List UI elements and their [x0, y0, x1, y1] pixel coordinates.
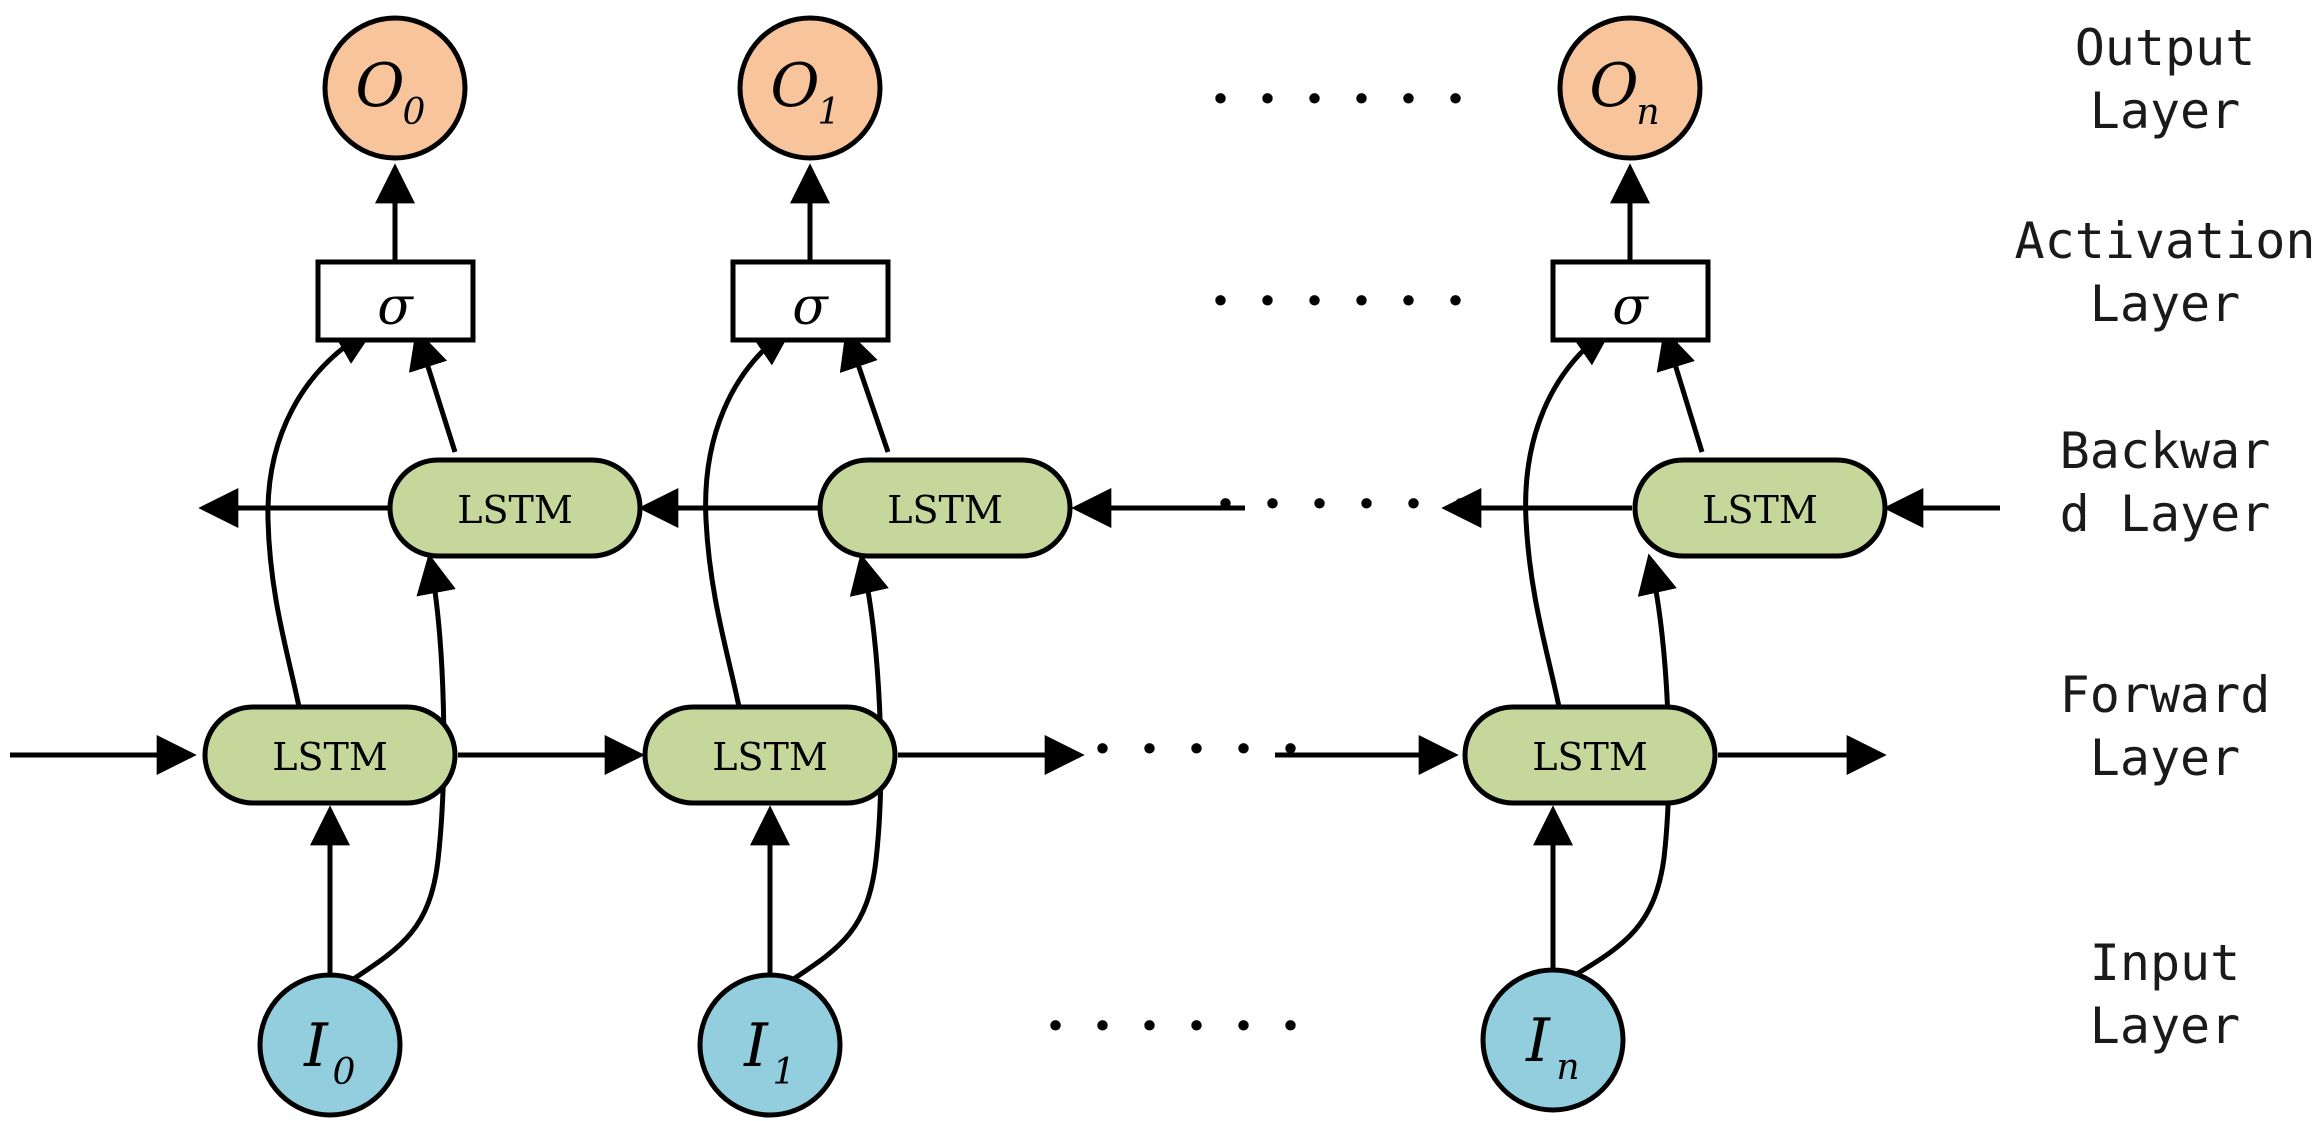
input-node-label: I	[1525, 1006, 1551, 1076]
input-layer-label-line1: Input	[2090, 934, 2241, 992]
input-node-circle[interactable]	[697, 972, 843, 1118]
output-node-subscript: 0	[403, 92, 426, 133]
edge-forwardn-activationn	[1523, 326, 1614, 713]
forward-layer-label-line1: Forward	[2060, 666, 2271, 724]
sigma-symbol: σ	[377, 277, 414, 337]
forward-layer-label: Forward Layer	[2060, 666, 2271, 787]
activation-layer-label-line1: Activation	[2014, 212, 2315, 270]
activation-box-1[interactable]: σ	[730, 259, 891, 343]
backward-lstm-1[interactable]: LSTM	[817, 457, 1073, 559]
output-node-label: O	[770, 51, 819, 121]
backward-layer-ellipsis: · · · · · ·	[1216, 471, 1474, 537]
input-node-subscript: 0	[333, 1052, 356, 1093]
lstm-cell-label: LSTM	[457, 488, 573, 532]
input-node-circle[interactable]	[1480, 967, 1626, 1113]
output-node-label: O	[1589, 51, 1638, 121]
input-layer-label: Input Layer	[2090, 934, 2241, 1055]
output-layer-label-line2: Layer	[2090, 82, 2241, 140]
edge-input0-backward0	[350, 553, 456, 983]
activation-layer-ellipsis: · · · · · ·	[1211, 268, 1469, 334]
edge-input1-backward1	[790, 553, 889, 983]
activation-box-n[interactable]: σ	[1550, 259, 1711, 343]
lstm-cell-shape[interactable]	[387, 457, 643, 559]
activation-layer-label: Activation Layer	[2014, 212, 2315, 333]
input-node-1[interactable]: I 1	[697, 972, 843, 1118]
backward-layer: LSTM LSTM LSTM · · · · · ·	[387, 457, 1888, 559]
edges-group	[10, 163, 2000, 983]
input-node-subscript: n	[1556, 1047, 1579, 1088]
forward-lstm-n[interactable]: LSTM	[1462, 704, 1718, 806]
forward-layer: LSTM LSTM LSTM · · · · · ·	[202, 704, 1718, 806]
sigma-symbol: σ	[1612, 277, 1649, 337]
input-layer-label-line2: Layer	[2090, 997, 2241, 1055]
activation-box-0[interactable]: σ	[315, 259, 476, 343]
activation-box-shape[interactable]	[1550, 259, 1711, 343]
lstm-cell-label: LSTM	[887, 488, 1003, 532]
output-layer: O 0 O 1 O n · · · · · ·	[322, 15, 1703, 161]
lstm-cell-label: LSTM	[1702, 488, 1818, 532]
edge-inputn-backwardn	[1573, 553, 1677, 978]
backward-lstm-n[interactable]: LSTM	[1632, 457, 1888, 559]
output-layer-label-line1: Output	[2075, 19, 2256, 77]
backward-layer-label-line1: Backwar	[2060, 422, 2271, 480]
forward-lstm-0[interactable]: LSTM	[202, 704, 458, 806]
output-layer-label: Output Layer	[2075, 19, 2256, 140]
lstm-cell-shape[interactable]	[642, 704, 898, 806]
output-node-circle[interactable]	[1557, 15, 1703, 161]
input-node-subscript: 1	[773, 1052, 796, 1093]
backward-layer-label-line2: d Layer	[2060, 485, 2271, 543]
activation-box-shape[interactable]	[730, 259, 891, 343]
edge-backwardn-activationn	[1656, 328, 1705, 453]
edge-backward0-activation0	[408, 328, 458, 453]
input-node-label: I	[743, 1011, 769, 1081]
forward-layer-ellipsis: · · · · · ·	[1046, 716, 1304, 782]
edge-forward1-activation1	[703, 326, 794, 713]
lstm-cell-label: LSTM	[1532, 735, 1648, 779]
output-node-n[interactable]: O n	[1557, 15, 1703, 161]
sigma-symbol: σ	[792, 277, 829, 337]
output-layer-ellipsis: · · · · · ·	[1211, 66, 1469, 132]
output-node-subscript: 1	[818, 92, 841, 133]
output-node-circle[interactable]	[322, 15, 468, 161]
activation-layer-label-line2: Layer	[2090, 275, 2241, 333]
lstm-cell-label: LSTM	[712, 735, 828, 779]
backward-lstm-0[interactable]: LSTM	[387, 457, 643, 559]
lstm-cell-shape[interactable]	[1632, 457, 1888, 559]
input-node-n[interactable]: I n	[1480, 967, 1626, 1113]
output-node-circle[interactable]	[737, 15, 883, 161]
lstm-cell-shape[interactable]	[202, 704, 458, 806]
input-layer: I 0 I 1 I n · · · · · ·	[257, 967, 1626, 1118]
input-layer-ellipsis: · · · · · ·	[1046, 993, 1304, 1059]
activation-layer: σ σ σ · · · · · ·	[315, 259, 1711, 343]
forward-layer-label-line2: Layer	[2090, 729, 2241, 787]
lstm-cell-label: LSTM	[272, 735, 388, 779]
lstm-cell-shape[interactable]	[1462, 704, 1718, 806]
input-node-circle[interactable]	[257, 972, 403, 1118]
edge-forward0-activation0	[265, 326, 376, 713]
output-node-0[interactable]: O 0	[322, 15, 468, 161]
input-node-0[interactable]: I 0	[257, 972, 403, 1118]
output-node-subscript: n	[1636, 92, 1659, 133]
side-labels: Output Layer Activation Layer Backwar d …	[2014, 19, 2315, 1055]
output-node-label: O	[355, 51, 404, 121]
edge-backward1-activation1	[839, 328, 891, 453]
backward-layer-label: Backwar d Layer	[2060, 422, 2271, 543]
activation-box-shape[interactable]	[315, 259, 476, 343]
output-node-1[interactable]: O 1	[737, 15, 883, 161]
input-node-label: I	[303, 1011, 329, 1081]
lstm-cell-shape[interactable]	[817, 457, 1073, 559]
forward-lstm-1[interactable]: LSTM	[642, 704, 898, 806]
